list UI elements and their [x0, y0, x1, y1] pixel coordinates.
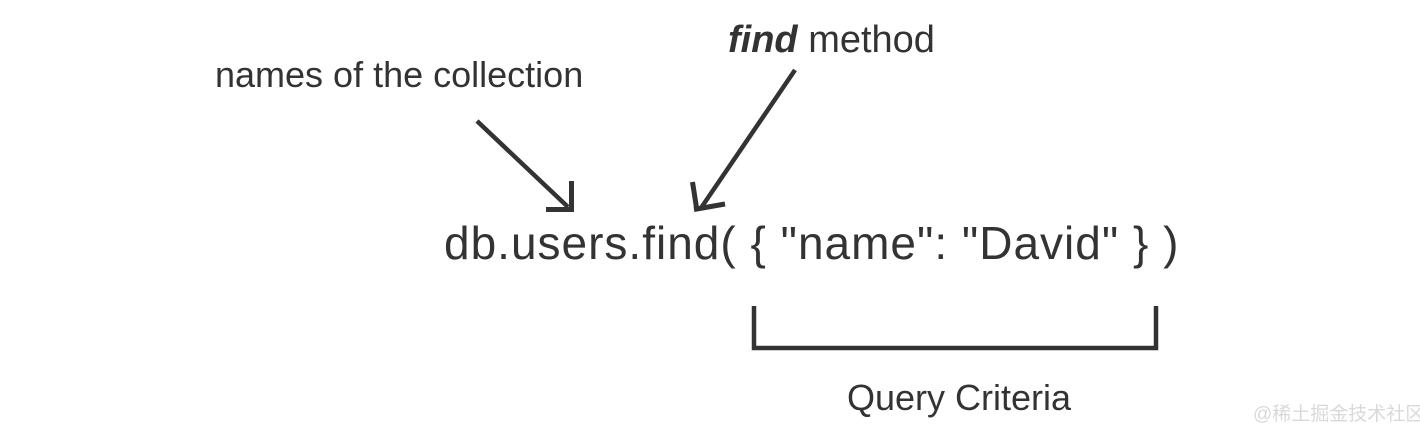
find-method-label-bold: find — [728, 19, 798, 61]
arrow-to-collection-shaft — [475, 119, 570, 209]
watermark-text: @稀土掘金技术社区 — [1253, 404, 1420, 425]
collection-name-label: names of the collection — [215, 54, 584, 95]
find-method-label-rest: method — [797, 19, 935, 61]
query-code-text: db.users.find( { "name": "David" } ) — [444, 217, 1180, 269]
query-criteria-bracket — [751, 306, 1159, 351]
arrow-to-collection-name — [475, 119, 574, 212]
arrow-to-find-shaft — [699, 68, 797, 210]
arrow-to-find-barb-vertical — [690, 181, 700, 212]
arrow-to-find-barb-horizontal — [693, 201, 726, 212]
find-method-label: find method — [728, 21, 935, 59]
query-criteria-label: Query Criteria — [847, 377, 1072, 418]
arrow-to-find-method — [690, 68, 797, 212]
